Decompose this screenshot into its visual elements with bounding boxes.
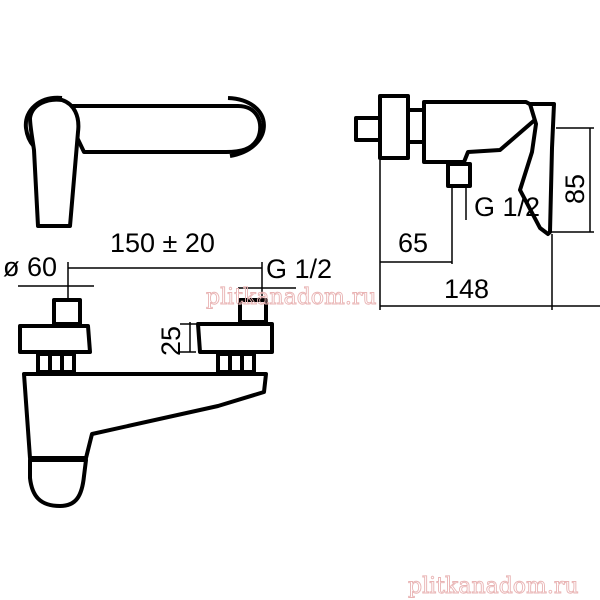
right-eccentric-body (196, 322, 274, 354)
dim-side-depth: 65 (398, 228, 428, 258)
left-eccentric-body (18, 324, 92, 354)
side-stem (354, 116, 382, 142)
dim-side-thread: G 1/2 (474, 192, 540, 222)
dim-thread-left: G 1/2 (266, 254, 332, 284)
front-dimension-lines (18, 262, 296, 353)
side-dimension-lines (379, 127, 600, 310)
side-outlet (446, 162, 472, 188)
dim-height-offset: 25 (156, 326, 186, 356)
watermark-center: plitkanadom.ru (206, 285, 377, 310)
side-body (422, 100, 546, 164)
dim-overall-length: 148 (444, 274, 489, 304)
mixer-body (22, 372, 268, 460)
front-view (18, 298, 274, 508)
left-eccentric-stem (52, 298, 82, 326)
top-view-spout (60, 104, 263, 154)
dim-side-height: 85 (560, 174, 590, 204)
side-nut (406, 108, 426, 144)
front-lever (28, 458, 88, 508)
right-nut (216, 352, 256, 374)
watermark-bottom: plitkanadom.ru (408, 574, 579, 599)
left-nut (36, 352, 76, 374)
top-view-lever (28, 97, 81, 228)
side-lever (518, 102, 556, 236)
top-view (23, 95, 266, 228)
side-view (354, 94, 556, 236)
dim-diameter: ø 60 (3, 252, 57, 282)
side-eccentric (378, 94, 410, 160)
dim-spacing: 150 ± 20 (110, 228, 215, 258)
